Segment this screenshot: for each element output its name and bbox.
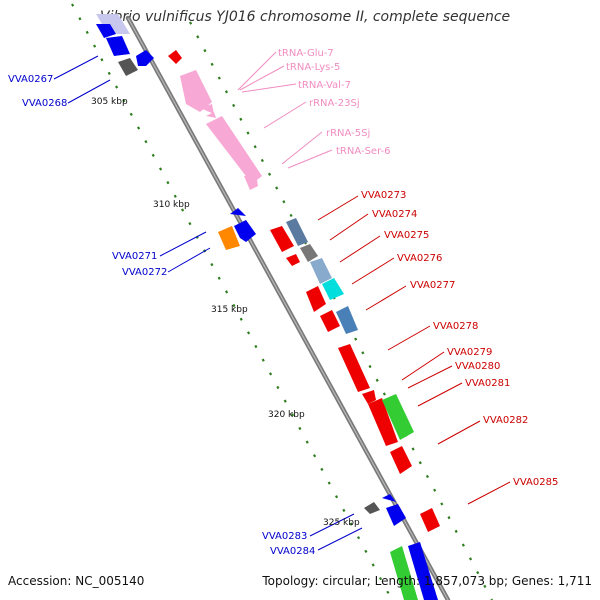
gene-arrow-vva0283a — [364, 502, 380, 514]
gene-block-faded — [96, 14, 130, 34]
gene-arrow-vva0285a — [390, 446, 412, 474]
rna-genes — [180, 70, 262, 190]
rna-label: rRNA-23Sj — [309, 98, 360, 109]
gene-arrow-vva0269 — [230, 208, 246, 216]
tick-guide-inner — [71, 3, 393, 600]
gene-arrow-vva0282c — [368, 398, 398, 446]
gene-label: VVA0276 — [397, 253, 442, 264]
gene-label: VVA0277 — [410, 280, 455, 291]
gene-arrow-vva0267 — [106, 36, 130, 56]
forward-strand-genes — [168, 50, 440, 600]
gene-label: VVA0279 — [447, 347, 492, 358]
gene-arrow-vva0281 — [336, 306, 358, 334]
gene-label: VVA0282 — [483, 415, 528, 426]
rrna-23s — [206, 116, 262, 184]
gene-label: VVA0283 — [262, 531, 307, 542]
gene-label: VVA0267 — [8, 74, 53, 85]
forward-gene-labels: VVA0273 VVA0274 VVA0275 VVA0276 VVA0277 … — [361, 190, 558, 488]
genome-summary-text: Topology: circular; Length: 1,857,073 bp… — [262, 574, 592, 588]
gene-arrow-vva0271 — [218, 226, 240, 250]
gene-arrow-vva0277 — [310, 258, 332, 284]
gene-label: VVA0274 — [372, 209, 417, 220]
gene-arrow-vva0279 — [306, 286, 326, 312]
rna-gene-labels: tRNA-Glu-7 tRNA-Lys-5 tRNA-Val-7 rRNA-23… — [278, 48, 391, 157]
gene-label: VVA0281 — [465, 378, 510, 389]
scale-label: 320 kbp — [268, 410, 305, 420]
gene-label: VVA0275 — [384, 230, 429, 241]
scale-label: 325 kbp — [323, 518, 360, 528]
gene-label: VVA0273 — [361, 190, 406, 201]
gene-arrow-vva0276 — [300, 244, 318, 262]
gene-arrow-vva0273 — [270, 226, 294, 252]
gene-arrow-vva0270 — [168, 50, 182, 64]
gene-arrow-vva0282b — [362, 390, 376, 404]
gene-arrow-vva0283b — [382, 494, 396, 502]
gene-label: VVA0268 — [22, 98, 67, 109]
rna-label: tRNA-Val-7 — [298, 80, 351, 91]
rna-label: rRNA-5Sj — [326, 128, 370, 139]
gene-arrow-vva0267b — [136, 50, 154, 66]
leader-lines-rna — [237, 51, 333, 169]
gene-label: VVA0280 — [455, 361, 500, 372]
gene-arrow-vva0275 — [286, 254, 300, 266]
leader-lines-reverse — [53, 55, 363, 551]
gene-arrow-vva0278 — [322, 278, 344, 300]
gene-arrow-vva0268 — [118, 58, 138, 76]
scale-label: 315 kbp — [211, 305, 248, 315]
gene-arrow-vva0274 — [286, 218, 308, 246]
accession-text: Accession: NC_005140 — [8, 574, 145, 588]
map-title: Vibrio vulnificus YJ016 chromosome II, c… — [100, 9, 511, 25]
scale-label: 305 kbp — [91, 97, 128, 107]
gene-label: VVA0285 — [513, 477, 558, 488]
gene-arrow-green — [382, 394, 414, 440]
gene-arrow-vva0284 — [386, 504, 406, 526]
scale-label: 310 kbp — [153, 200, 190, 210]
trna-arrows — [200, 104, 216, 118]
chromosome-backbone — [125, 15, 451, 600]
gene-arrow-vva0280 — [320, 310, 340, 332]
gene-arrow-bottom-green — [390, 546, 418, 600]
gene-arrow-vva0282a — [338, 344, 370, 392]
gene-label: VVA0272 — [122, 267, 167, 278]
gene-arrow-bottom-blue — [408, 542, 438, 600]
rrna-5s — [244, 174, 258, 190]
gene-arrow-vva0285b — [420, 508, 440, 532]
rna-label: tRNA-Lys-5 — [286, 62, 340, 73]
scale-labels: 305 kbp 310 kbp 315 kbp 320 kbp 325 kbp — [91, 97, 360, 528]
gene-arrow-vva0272 — [234, 220, 256, 242]
gene-label: VVA0271 — [112, 251, 157, 262]
gene-label: VVA0284 — [270, 546, 315, 557]
leader-lines-forward — [317, 195, 511, 505]
reverse-gene-labels: VVA0267 VVA0268 VVA0271 VVA0272 VVA0283 … — [8, 74, 315, 557]
rna-label: tRNA-Glu-7 — [278, 48, 334, 59]
reverse-strand-genes — [96, 24, 406, 526]
gene-label: VVA0278 — [433, 321, 478, 332]
rrna-16s — [180, 70, 212, 112]
rna-label: tRNA-Ser-6 — [336, 146, 391, 157]
gene-arrow-vva0266 — [96, 24, 116, 38]
